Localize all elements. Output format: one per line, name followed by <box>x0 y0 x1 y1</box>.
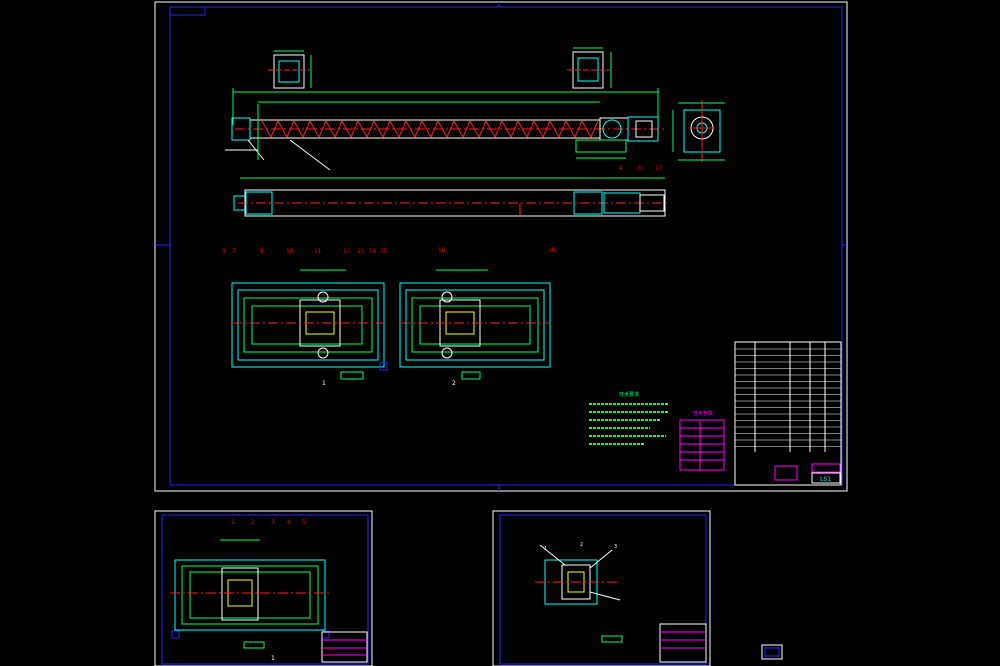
drawing-name-box <box>811 463 841 473</box>
sheet-b-border <box>161 514 369 665</box>
sheet-b-number: 1 <box>271 655 275 662</box>
item-number: 3 <box>222 248 226 255</box>
sheet-c-frame <box>492 510 711 666</box>
sheet-c-title-block <box>659 623 707 663</box>
small-stamp <box>761 644 783 660</box>
item-number: 3 <box>271 519 275 526</box>
sheet-c-border <box>499 514 707 665</box>
sheet-b-outer <box>174 559 326 631</box>
sheet-b-housing <box>221 567 259 621</box>
item-number: 8 <box>260 248 264 255</box>
item-number: 13 <box>357 248 365 255</box>
sheet-b-step2 <box>189 571 311 619</box>
drive-base <box>575 139 627 153</box>
technical-notes: 技术要求 <box>589 391 669 445</box>
drive-reducer <box>627 116 659 142</box>
sheet-c: 1 2 3 <box>492 510 711 666</box>
parameter-table-title: 技术参数 <box>693 410 713 417</box>
item-number: 4 <box>287 519 291 526</box>
sheet-c-leader <box>539 544 566 566</box>
sheet-b-marker <box>171 630 180 639</box>
section2-step3 <box>419 305 531 345</box>
section1-step2 <box>243 297 373 353</box>
section2-label-box <box>461 371 481 380</box>
section1-label-box <box>340 371 364 380</box>
leader-trough <box>289 139 331 171</box>
section2-bolt-bottom <box>441 347 453 359</box>
section2-step1 <box>405 289 545 361</box>
sheet-c-leader <box>589 591 621 601</box>
sheet-b-title-block <box>321 631 368 663</box>
title-block-frame <box>734 341 842 486</box>
scale-box <box>774 465 798 481</box>
inlet-detail-view <box>268 50 312 89</box>
item-number: 6 <box>638 165 642 172</box>
sheet-code-box <box>811 472 841 484</box>
item-number: 2 <box>580 542 583 548</box>
sheet-c-label-box <box>601 635 623 643</box>
item-numbers-row1: 4 6 17 <box>619 165 663 172</box>
inlet-opening <box>278 60 300 83</box>
item-number: 5 <box>302 519 306 526</box>
head-shaft-seal <box>602 119 622 139</box>
small-stamp-inner <box>764 647 780 657</box>
sheet-b-frame <box>154 510 373 666</box>
sheet-b: 1 2 3 4 5 1 <box>154 510 373 666</box>
sheet-c-leader <box>589 549 613 569</box>
section1-bolt-bottom <box>317 347 329 359</box>
conveyor-front-view <box>225 88 665 171</box>
plan-motor <box>639 194 665 212</box>
outlet-detail-view <box>567 47 612 89</box>
section-view-2: 2 <box>399 269 551 387</box>
section2-step2 <box>411 297 539 353</box>
parts-list-rows <box>735 348 841 447</box>
item-number: 4 <box>619 165 623 172</box>
main-sheet-corner-box <box>169 6 206 16</box>
item-numbers-row2: 3 7 8 10 11 12 13 14 15 16 18 <box>222 247 556 255</box>
section1-step1 <box>237 289 379 361</box>
item-number: 14 <box>369 248 377 255</box>
section2-label: 2 <box>452 380 456 387</box>
item-number: 3 <box>614 544 617 550</box>
drive-motor <box>635 120 653 138</box>
tail-bearing <box>231 117 251 141</box>
item-number: 7 <box>232 248 236 255</box>
section1-label: 1 <box>322 380 326 387</box>
plan-outlet <box>573 191 603 215</box>
item-number: 1 <box>231 519 235 526</box>
section1-step3 <box>251 305 363 345</box>
item-number: 1 <box>544 546 547 552</box>
plan-tail-bearing <box>233 195 247 211</box>
item-number: 11 <box>314 248 322 255</box>
section1-outer <box>231 282 385 368</box>
notes-title: 技术要求 <box>619 391 639 398</box>
section1-marker <box>379 362 388 371</box>
item-number: 18 <box>548 247 556 254</box>
parameter-table: 技术参数 <box>679 410 725 471</box>
conveyor-plan-view <box>233 177 670 217</box>
sheet-b-step1 <box>181 565 319 625</box>
conveyor-end-view <box>672 100 725 162</box>
section1-bolt-top <box>317 291 329 303</box>
item-number: 10 <box>286 248 294 255</box>
item-number: 17 <box>655 165 663 172</box>
parameter-table-frame <box>679 419 725 471</box>
inlet-flange-outline <box>273 54 305 89</box>
item-number: 2 <box>251 519 255 526</box>
section2-outer <box>399 282 551 368</box>
section-view-1: 1 <box>231 269 388 387</box>
title-block: LS1 <box>734 341 842 486</box>
item-number: 15 <box>380 248 388 255</box>
screw-flights <box>261 120 599 138</box>
sheet-code: LS1 <box>820 476 831 483</box>
item-number: 16 <box>438 247 446 254</box>
section2-bolt-top <box>441 291 453 303</box>
main-sheet-border <box>169 6 843 486</box>
main-sheet-frame <box>154 1 848 492</box>
item-number: 12 <box>343 248 351 255</box>
main-sheet: 4 6 17 3 7 8 10 11 12 13 14 15 16 18 <box>154 1 848 492</box>
sheet-b-label-box <box>243 641 265 649</box>
